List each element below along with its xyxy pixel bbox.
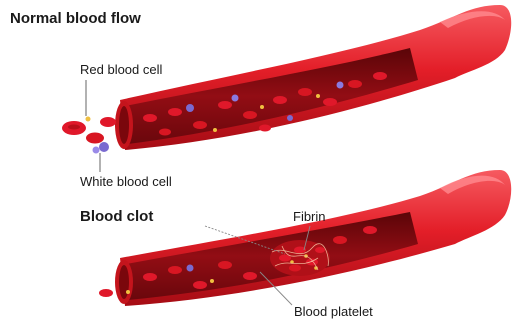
red-blood-cell-label: Red blood cell (80, 62, 162, 77)
clot-vessel (115, 170, 511, 306)
blood-platelet-label: Blood platelet (294, 304, 373, 319)
exiting-cells (62, 117, 116, 154)
blood-clot (270, 240, 330, 276)
blood-clot-title: Blood clot (80, 208, 153, 225)
normal-flow-title: Normal blood flow (10, 10, 141, 27)
normal-vessel (115, 5, 511, 150)
normal-opening-inner (119, 106, 129, 144)
fibrin-label: Fibrin (293, 209, 326, 224)
white-blood-cell-label: White blood cell (80, 174, 172, 189)
